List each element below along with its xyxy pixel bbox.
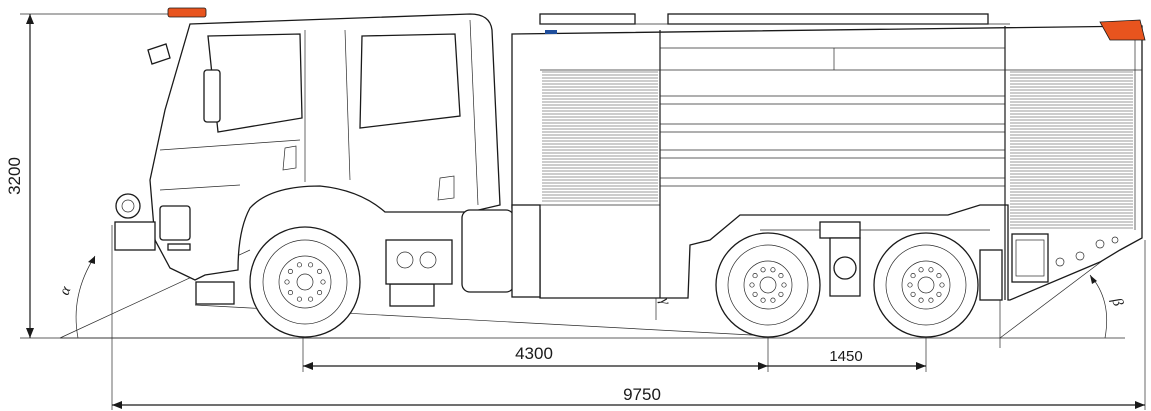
rear-wheel [873, 232, 979, 338]
front-wheel [249, 226, 361, 338]
departure-angle: β [1089, 274, 1126, 339]
side-marker-light [545, 30, 557, 34]
rear-lower-panel [1011, 233, 1119, 283]
roller-shutter-left [542, 71, 658, 202]
middle-wheel [715, 232, 821, 338]
height-label: 3200 [5, 157, 24, 195]
cab [114, 7, 541, 307]
undercarriage [760, 221, 1003, 301]
wheelbase-label: 4300 [515, 344, 553, 363]
approach-angle-label: α [57, 283, 75, 297]
wheelbase-dimension: 4300 [302, 288, 769, 372]
departure-angle-label: β [1108, 295, 1126, 309]
overall-length-label: 9750 [623, 385, 661, 404]
wheel-nuts [284, 262, 945, 303]
overall-length-dimension: 9750 [111, 225, 1146, 410]
roof-beacon [167, 7, 207, 18]
superstructure [511, 13, 1146, 301]
tandem-spacing-label: 1450 [829, 348, 862, 365]
roller-shutter-rear [1010, 71, 1133, 229]
rear-warning-cap [1099, 19, 1146, 41]
approach-angle: α [57, 255, 96, 339]
